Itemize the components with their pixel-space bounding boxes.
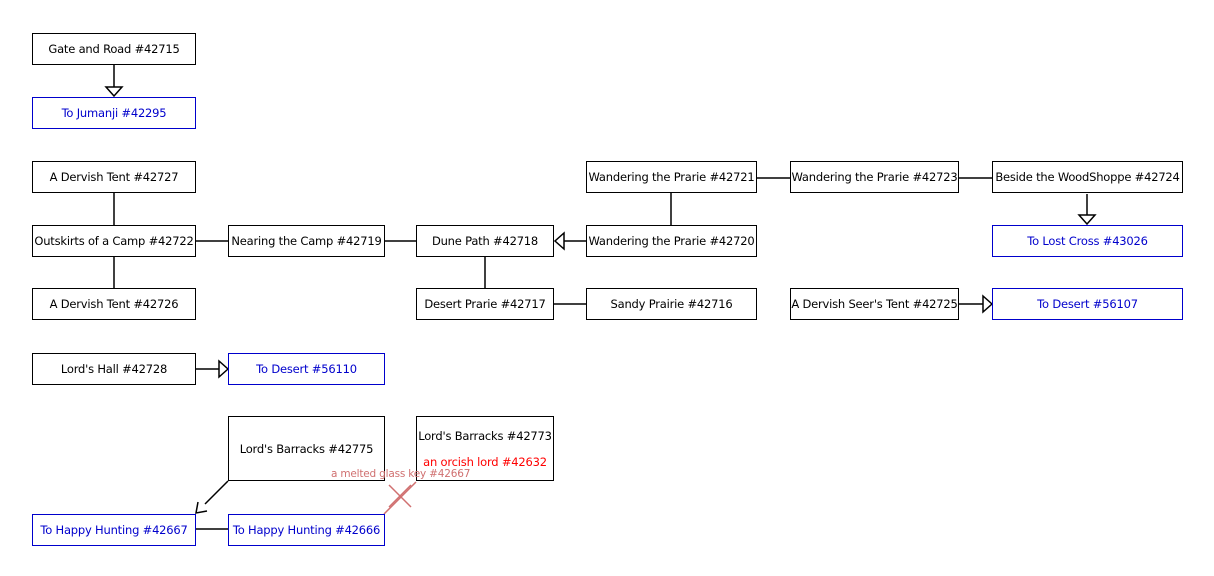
room-dune-path[interactable]: Dune Path #42718 [416, 225, 554, 257]
room-outskirts-of-camp[interactable]: Outskirts of a Camp #42722 [32, 225, 196, 257]
exit-to-happy-hunting-42666[interactable]: To Happy Hunting #42666 [228, 514, 385, 546]
room-lords-barracks-42773[interactable]: Lord's Barracks #42773 an orcish lord #4… [416, 416, 554, 481]
blocked-key-label: a melted glass key #42667 [331, 468, 471, 480]
arrow-head-jumanji [104, 86, 124, 98]
exit-to-happy-hunting-42667[interactable]: To Happy Hunting #42667 [32, 514, 196, 546]
room-label: A Dervish Seer's Tent #42725 [791, 297, 958, 311]
room-label: Nearing the Camp #42719 [231, 234, 382, 248]
room-label: Wandering the Prarie #42721 [588, 170, 755, 184]
room-label: Outskirts of a Camp #42722 [34, 234, 194, 248]
exit-to-desert-56110[interactable]: To Desert #56110 [228, 353, 385, 385]
exit-label: To Jumanji #42295 [61, 106, 167, 120]
room-label: Sandy Prairie #42716 [610, 297, 733, 311]
room-label: A Dervish Tent #42727 [49, 170, 179, 184]
room-gate-and-road[interactable]: Gate and Road #42715 [32, 33, 196, 65]
room-desert-prarie[interactable]: Desert Prarie #42717 [416, 288, 554, 320]
room-wandering-prarie-42720[interactable]: Wandering the Prarie #42720 [586, 225, 757, 257]
exit-label: To Desert #56107 [1037, 297, 1138, 311]
arrow-head-happy67 [195, 501, 208, 514]
arrow-head-desert110 [218, 359, 230, 379]
room-label: Wandering the Prarie #42720 [588, 234, 755, 248]
room-label: Dune Path #42718 [431, 234, 539, 248]
room-label: A Dervish Tent #42726 [49, 297, 179, 311]
room-dervish-seers-tent[interactable]: A Dervish Seer's Tent #42725 [790, 288, 959, 320]
exit-label: To Happy Hunting #42667 [40, 523, 188, 537]
room-label: Gate and Road #42715 [48, 42, 180, 56]
exit-to-jumanji[interactable]: To Jumanji #42295 [32, 97, 196, 129]
exit-label: To Lost Cross #43026 [1027, 234, 1148, 248]
room-label: Lord's Barracks #42773 [418, 428, 552, 443]
exit-label: To Happy Hunting #42666 [232, 523, 381, 537]
arrow-head-lostcross [1077, 214, 1097, 226]
arrow-head-desert107 [982, 294, 994, 314]
room-nearing-the-camp[interactable]: Nearing the Camp #42719 [228, 225, 385, 257]
room-wandering-prarie-42723[interactable]: Wandering the Prarie #42723 [790, 161, 959, 193]
exit-to-desert-56107[interactable]: To Desert #56107 [992, 288, 1183, 320]
room-wandering-prarie-42721[interactable]: Wandering the Prarie #42721 [586, 161, 757, 193]
room-lords-hall[interactable]: Lord's Hall #42728 [32, 353, 196, 385]
room-label: Lord's Barracks #42775 [239, 441, 374, 456]
connector-barracks-happy67 [204, 480, 229, 505]
room-dervish-tent-42726[interactable]: A Dervish Tent #42726 [32, 288, 196, 320]
exit-label: To Desert #56110 [256, 362, 357, 376]
room-label: Lord's Hall #42728 [60, 362, 168, 376]
room-beside-woodshoppe[interactable]: Beside the WoodShoppe #42724 [992, 161, 1183, 193]
room-dervish-tent-42727[interactable]: A Dervish Tent #42727 [32, 161, 196, 193]
room-label: Wandering the Prarie #42723 [791, 170, 958, 184]
arrow-head-dune [553, 231, 565, 251]
blocked-connector [383, 481, 417, 515]
room-label: Desert Prarie #42717 [424, 297, 546, 311]
blocked-x-b [388, 484, 412, 508]
exit-to-lost-cross[interactable]: To Lost Cross #43026 [992, 225, 1183, 257]
room-sandy-prairie[interactable]: Sandy Prairie #42716 [586, 288, 757, 320]
room-lords-barracks-42775[interactable]: Lord's Barracks #42775 [228, 416, 385, 481]
mob-label: an orcish lord #42632 [423, 454, 547, 469]
room-label: Beside the WoodShoppe #42724 [995, 170, 1180, 184]
